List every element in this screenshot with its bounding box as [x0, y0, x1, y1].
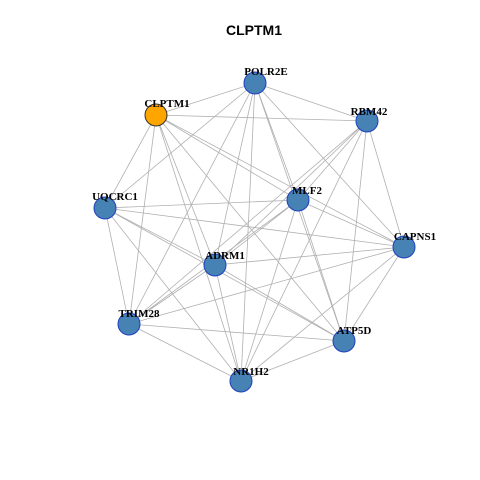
edge-clptm1-atp5d [155, 114, 345, 342]
node-label-atp5d: ATP5D [337, 325, 372, 337]
edge-rbm42-nr1h2 [240, 120, 368, 382]
edge-polr2e-uqcrc1 [104, 82, 256, 209]
edge-mlf2-nr1h2 [240, 199, 299, 382]
edge-uqcrc1-atp5d [104, 207, 345, 342]
node-label-trim28: TRIM28 [119, 308, 160, 320]
node-trim28[interactable] [117, 312, 141, 336]
edge-polr2e-nr1h2 [240, 82, 256, 382]
edges-layer [104, 82, 405, 382]
node-atp5d[interactable] [332, 329, 356, 353]
node-clptm1[interactable] [144, 103, 168, 127]
edge-clptm1-nr1h2 [155, 114, 242, 382]
edge-uqcrc1-trim28 [104, 207, 130, 325]
node-label-polr2e: POLR2E [244, 66, 287, 78]
edge-rbm42-mlf2 [297, 120, 368, 201]
edge-capns1-trim28 [128, 246, 405, 325]
node-label-rbm42: RBM42 [351, 106, 388, 118]
edge-clptm1-trim28 [128, 114, 157, 325]
node-uqcrc1[interactable] [93, 196, 117, 220]
edge-polr2e-atp5d [254, 82, 345, 342]
edge-mlf2-capns1 [297, 199, 405, 248]
edge-uqcrc1-capns1 [104, 207, 405, 248]
edge-uqcrc1-adrm1 [104, 207, 216, 266]
edge-adrm1-atp5d [214, 264, 345, 342]
edge-capns1-atp5d [343, 246, 405, 342]
edge-clptm1-rbm42 [155, 114, 368, 122]
edge-mlf2-adrm1 [214, 199, 299, 266]
edge-clptm1-adrm1 [155, 114, 216, 266]
edge-polr2e-capns1 [254, 82, 405, 248]
node-label-capns1: CAPNS1 [394, 231, 436, 243]
graph-title: CLPTM1 [226, 22, 282, 38]
node-label-mlf2: MLF2 [292, 185, 322, 197]
edge-capns1-nr1h2 [240, 246, 405, 382]
edge-adrm1-trim28 [128, 264, 216, 325]
edge-rbm42-trim28 [128, 120, 368, 325]
edge-polr2e-mlf2 [254, 82, 299, 201]
edge-rbm42-capns1 [366, 120, 405, 248]
edge-clptm1-uqcrc1 [104, 114, 157, 209]
node-rbm42[interactable] [355, 109, 379, 133]
edge-rbm42-atp5d [343, 120, 368, 342]
edge-polr2e-clptm1 [155, 82, 256, 116]
edge-clptm1-mlf2 [155, 114, 299, 201]
node-nr1h2[interactable] [229, 369, 253, 393]
node-label-clptm1: CLPTM1 [144, 98, 189, 110]
edge-adrm1-nr1h2 [214, 264, 242, 382]
node-label-uqcrc1: UQCRC1 [92, 191, 138, 203]
nodes-layer [93, 71, 416, 393]
edge-capns1-adrm1 [214, 246, 405, 266]
labels-layer: POLR2E CLPTM1RBM42MLF2UQCRC1CAPNS1ADRM1TR… [92, 66, 436, 378]
node-label-adrm1: ADRM1 [205, 250, 245, 262]
edge-atp5d-nr1h2 [240, 340, 345, 382]
node-polr2e[interactable] [243, 71, 267, 95]
edge-trim28-atp5d [128, 323, 345, 342]
node-mlf2[interactable] [286, 188, 310, 212]
edge-uqcrc1-nr1h2 [104, 207, 242, 382]
node-capns1[interactable] [392, 235, 416, 259]
edge-trim28-nr1h2 [128, 323, 242, 382]
node-adrm1[interactable] [203, 253, 227, 277]
edge-mlf2-uqcrc1 [104, 199, 299, 209]
edge-polr2e-rbm42 [254, 82, 368, 122]
edge-polr2e-trim28 [128, 82, 256, 325]
edge-polr2e-adrm1 [214, 82, 256, 266]
edge-clptm1-capns1 [155, 114, 405, 248]
node-label-nr1h2: NR1H2 [233, 366, 269, 378]
